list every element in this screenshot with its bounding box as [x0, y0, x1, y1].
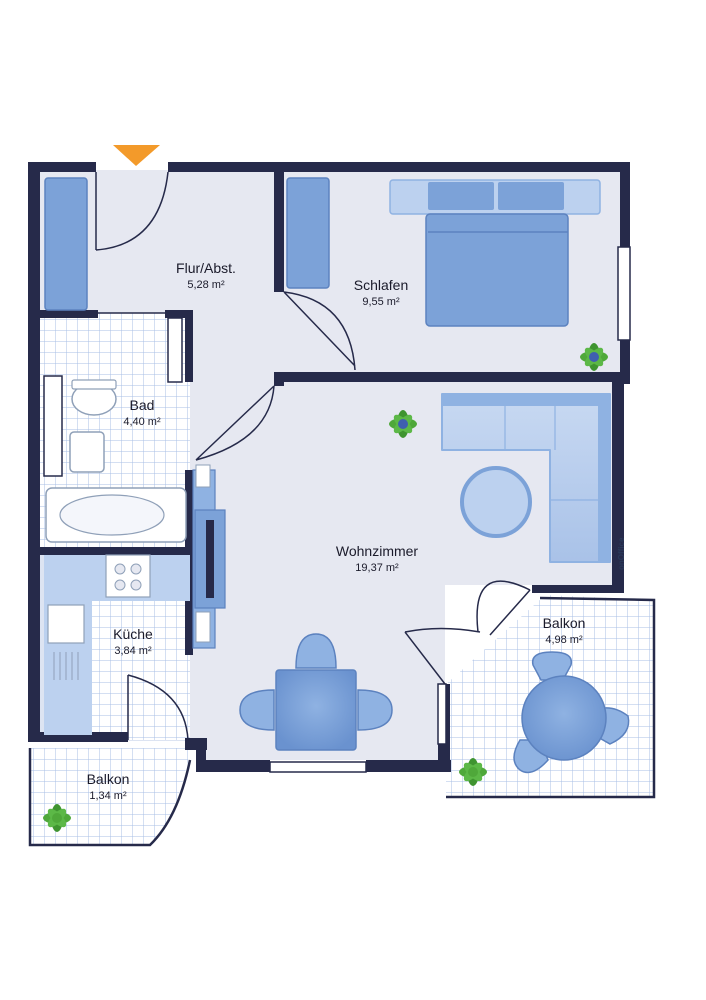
wall-bad-right-lower — [185, 470, 193, 560]
balcony-chair-top — [531, 651, 573, 681]
stove — [105, 554, 151, 598]
door-kueche — [127, 674, 189, 741]
mattress — [425, 213, 569, 327]
plant-icon — [580, 343, 608, 371]
door-balkon-2 — [404, 627, 481, 685]
pillow-left — [428, 182, 494, 210]
kitchen-counter-left — [44, 555, 92, 735]
wall-right-lower — [612, 380, 624, 588]
wall-right-mid — [620, 340, 630, 384]
plant-icon — [389, 410, 417, 438]
dining-set — [239, 633, 393, 751]
radiator-2 — [195, 611, 211, 643]
entrance-arrow-icon — [113, 145, 160, 166]
balkon-klein-outline — [28, 748, 192, 847]
bed — [389, 179, 601, 327]
wall-bad-top-b — [165, 310, 193, 318]
balcony-outlines — [28, 596, 656, 847]
window-balcony — [437, 683, 447, 745]
wall-inner-vertical — [274, 172, 284, 292]
wall-bottom-main — [196, 760, 270, 772]
room-name-bad: Bad — [130, 397, 155, 413]
door-balkon-1 — [476, 580, 531, 636]
wall-v-bottom — [196, 740, 206, 772]
sofa — [441, 393, 611, 563]
burner-2 — [130, 563, 142, 575]
kitchen-sink — [47, 604, 85, 644]
wall-top-left — [28, 162, 96, 172]
room-area-wohnzimmer: 19,37 m² — [355, 562, 399, 574]
wall-bad-kueche — [38, 547, 193, 555]
room-area-schlafen: 9,55 m² — [362, 296, 400, 308]
bad-cabinet — [43, 375, 63, 477]
headboard — [389, 179, 601, 215]
room-name-flur: Flur/Abst. — [176, 260, 236, 276]
balkon-gross-outline — [446, 596, 656, 799]
wall-bad-right — [185, 310, 193, 382]
sink — [69, 431, 105, 473]
plant-icon — [459, 758, 487, 786]
wall-schlafen-stub — [274, 372, 284, 386]
toilet-tank — [71, 379, 117, 390]
plant-icon — [43, 804, 71, 832]
room-labels: Flur/Abst. 5,28 m² Schlafen 9,55 m² Bad … — [87, 260, 586, 802]
burner-1 — [114, 563, 126, 575]
wall-wz-right — [532, 585, 624, 593]
floor-balkon-klein — [30, 748, 188, 845]
burner-3 — [114, 579, 126, 591]
room-area-balkon-gross: 4,98 m² — [545, 634, 583, 646]
media-unit — [192, 464, 226, 649]
room-name-balkon-klein: Balkon — [87, 771, 130, 787]
doors — [95, 171, 531, 741]
window-schlafen — [617, 246, 631, 341]
wall-bad-top — [38, 310, 98, 318]
window-wz-bottom — [269, 761, 367, 773]
wall-schlafen-bottom — [274, 372, 622, 382]
bathtub-basin — [59, 494, 165, 536]
room-name-wohnzimmer: Wohnzimmer — [336, 543, 419, 559]
kitchen-fixtures — [44, 554, 190, 735]
balcony-table — [521, 675, 607, 761]
pillow-right — [498, 182, 564, 210]
room-area-kueche: 3,84 m² — [114, 645, 152, 657]
wall-top-right — [168, 162, 630, 172]
room-name-balkon-gross: Balkon — [543, 615, 586, 631]
coffee-table — [460, 466, 532, 538]
chair-top — [295, 633, 337, 669]
dining-table — [275, 669, 357, 751]
door-schlafen — [283, 291, 356, 371]
wardrobe-schlafen — [286, 177, 330, 289]
wall-right-upper — [620, 162, 630, 247]
room-area-bad: 4,40 m² — [123, 416, 161, 428]
tv-screen — [206, 520, 214, 598]
balcony-table-set — [513, 651, 630, 774]
chair-left — [239, 689, 275, 731]
wall-kueche-right — [185, 555, 193, 655]
drain-board — [53, 652, 79, 680]
plants — [43, 343, 608, 832]
room-area-balkon-klein: 1,34 m² — [89, 790, 127, 802]
wall-left — [28, 162, 40, 742]
bathroom-fixtures — [43, 317, 187, 543]
burner-4 — [130, 579, 142, 591]
windows — [269, 246, 631, 773]
chair-right — [357, 689, 393, 731]
watermark-onoffice: onOffice — [617, 537, 626, 570]
door-wohnzimmer — [195, 385, 275, 461]
wall-bottom-left — [28, 732, 128, 742]
wardrobe-flur — [44, 177, 88, 311]
room-name-kueche: Küche — [113, 626, 153, 642]
bad-shelf — [167, 317, 183, 383]
wall-bottom-main-b — [366, 760, 451, 772]
floor-kueche-tiles — [92, 600, 190, 740]
radiator-1 — [195, 464, 211, 488]
door-entrance — [95, 171, 169, 251]
room-name-schlafen: Schlafen — [354, 277, 408, 293]
room-area-flur: 5,28 m² — [187, 279, 225, 291]
